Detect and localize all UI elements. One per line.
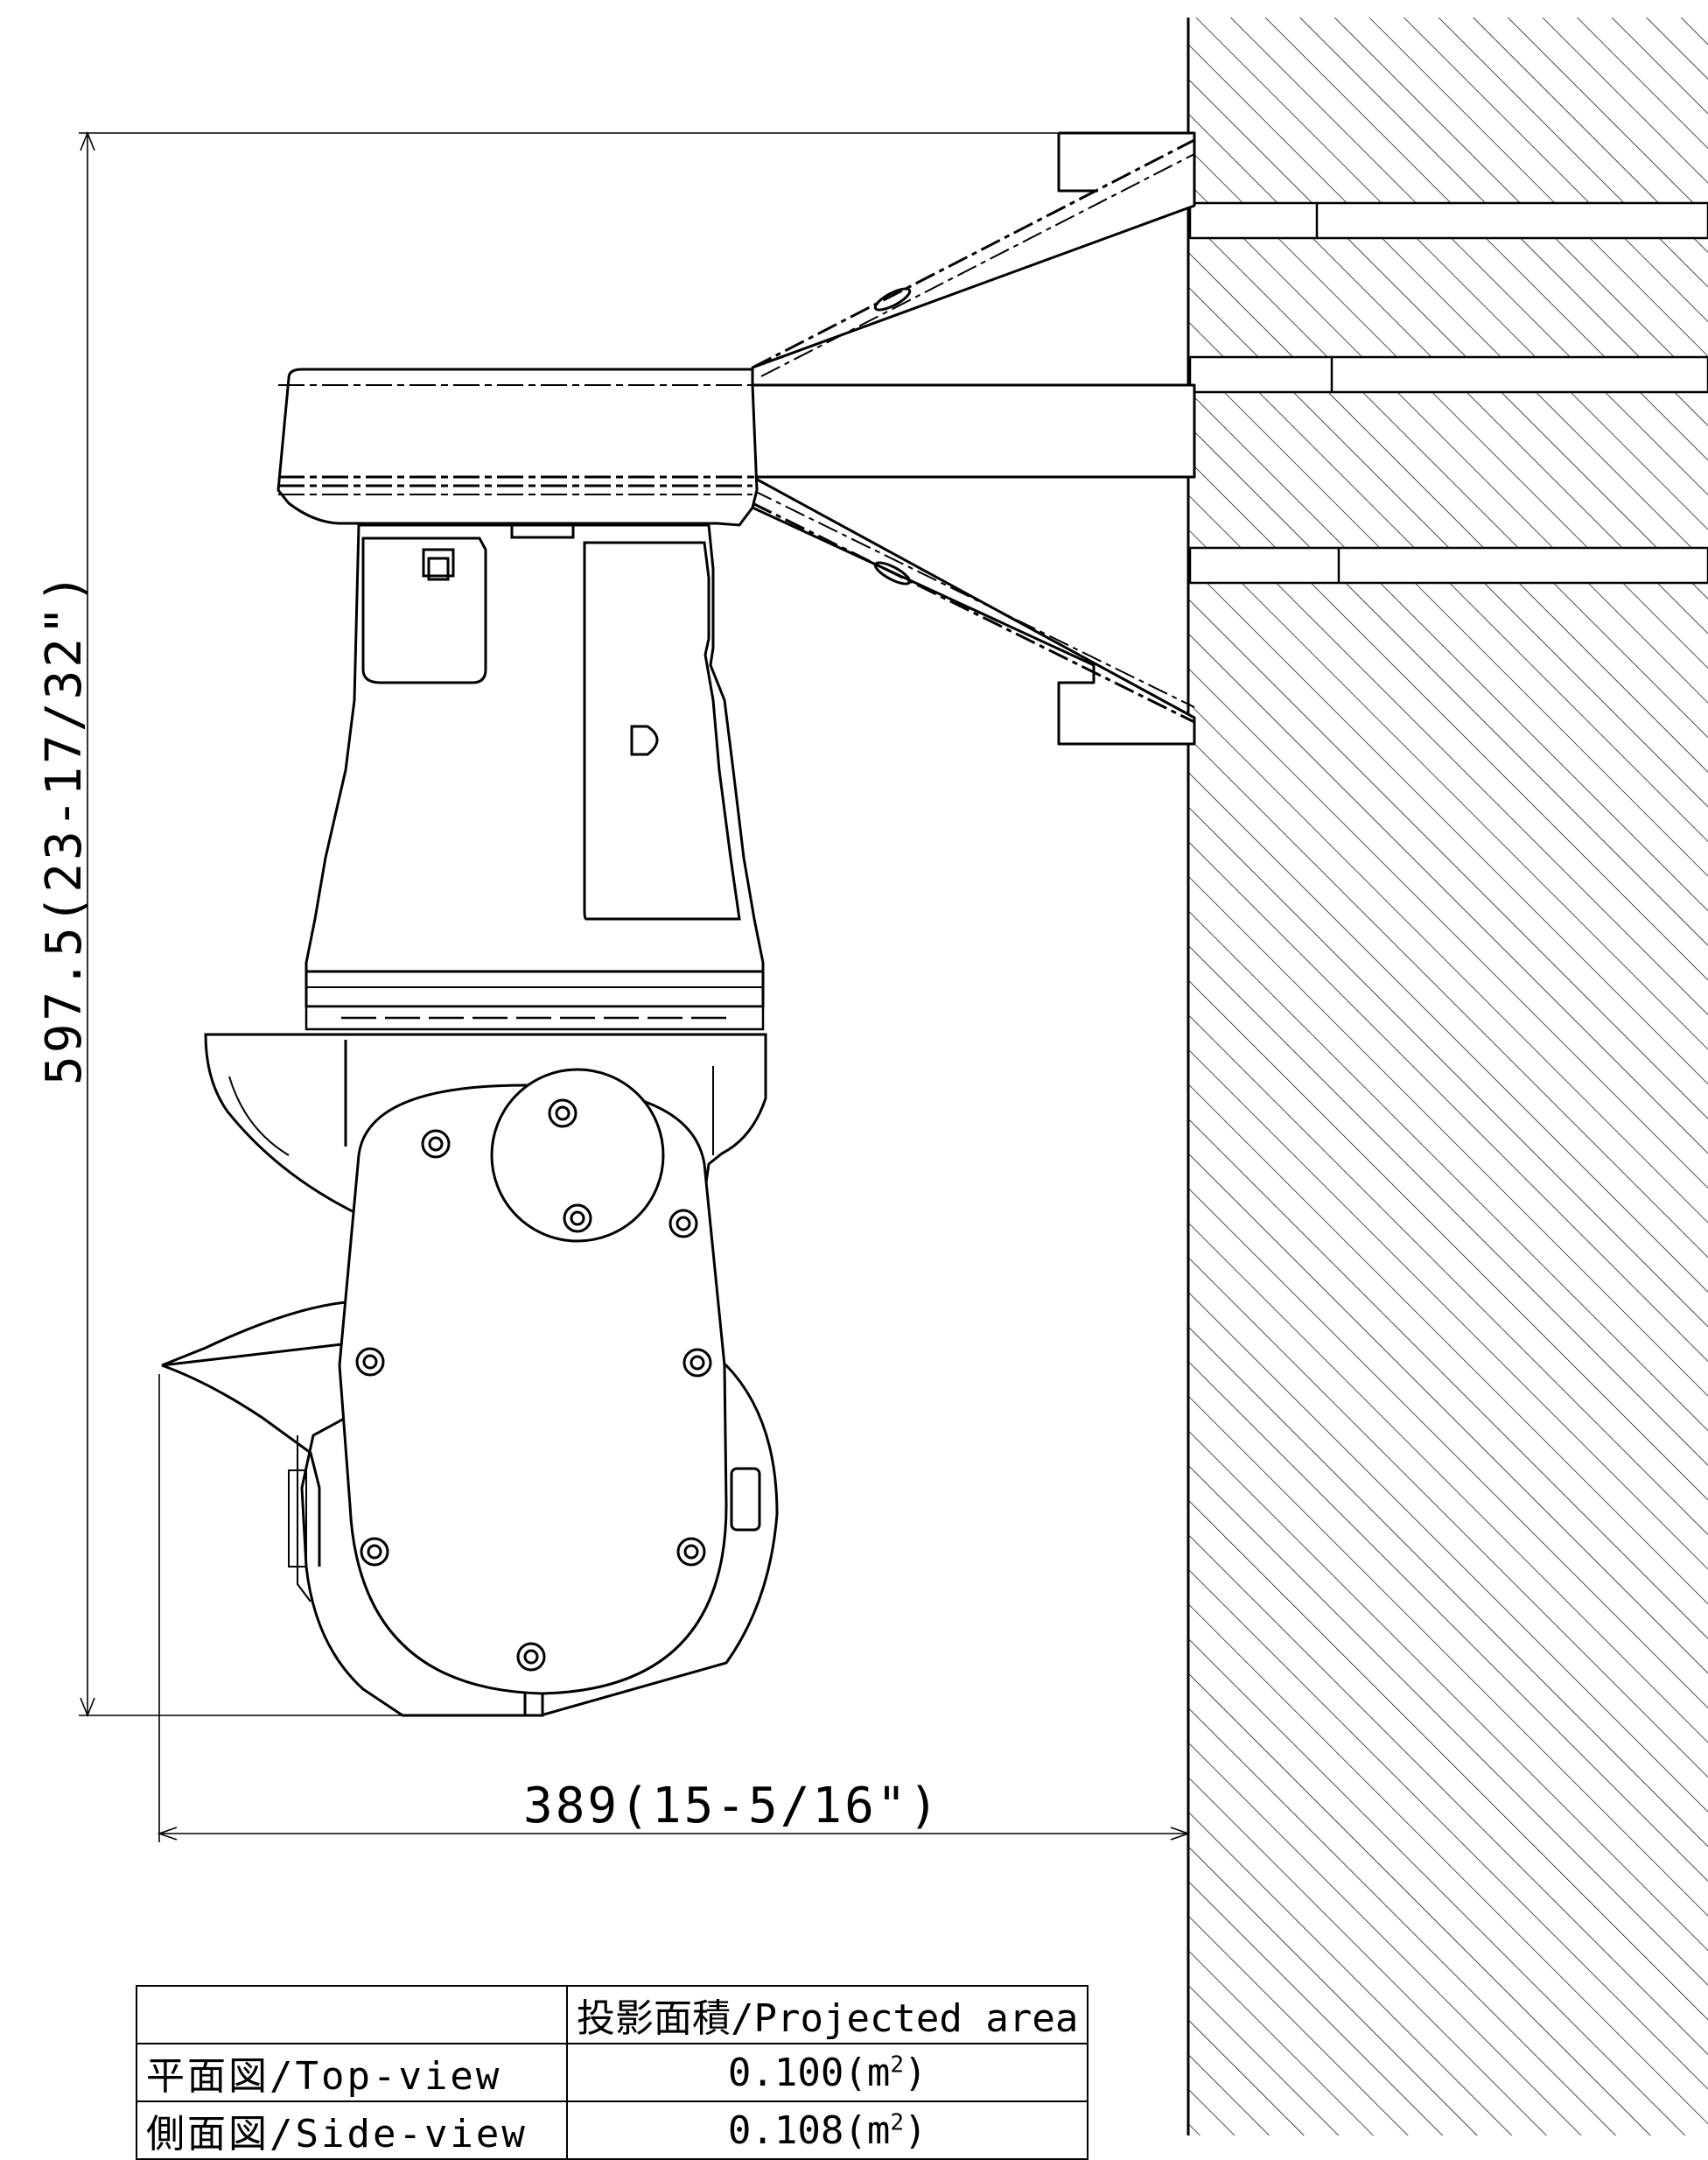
table-row: 側面図/Side-view 0.108(m2) <box>136 2100 1089 2160</box>
anchor-bolt-holes <box>1188 201 1708 585</box>
area-value: 0.108 <box>727 2107 844 2153</box>
screw-5 <box>355 1347 385 1377</box>
screw-7 <box>360 1537 389 1567</box>
wall-bracket <box>751 131 1196 746</box>
side-cover <box>338 1068 728 1695</box>
row-label: 平面図/Top-view <box>136 2043 568 2102</box>
row-label: 側面図/Side-view <box>136 2100 568 2160</box>
area-unit-exponent: 2 <box>890 2051 904 2078</box>
screws <box>355 1098 712 1672</box>
mounting-ring <box>304 1005 765 1031</box>
dimension-lines <box>79 130 1194 1842</box>
wall <box>1186 18 1708 2135</box>
upper-body <box>304 523 765 1008</box>
width-dimension-label: 389(15-5/16") <box>523 1778 941 1834</box>
area-unit-exponent: 2 <box>890 2108 904 2135</box>
height-dimension-label: 597.5(23-17/32") <box>36 572 93 1085</box>
table-header-projected-area: 投影面積/Projected area <box>565 1985 1089 2044</box>
screw-6 <box>682 1348 712 1378</box>
row-value: 0.100(m2) <box>565 2043 1089 2102</box>
screw-2 <box>563 1203 592 1233</box>
screw-4 <box>668 1209 698 1238</box>
table-header-empty <box>136 1985 568 2044</box>
screw-3 <box>421 1129 451 1159</box>
mount-head <box>276 368 1194 527</box>
area-value: 0.100 <box>727 2050 844 2095</box>
screw-1 <box>548 1098 578 1128</box>
area-unit: m <box>866 2107 891 2153</box>
table-row: 平面図/Top-view 0.100(m2) <box>136 2043 1089 2102</box>
screw-8 <box>676 1537 706 1567</box>
table-header-row: 投影面積/Projected area <box>136 1985 1089 2044</box>
row-value: 0.108(m2) <box>565 2100 1089 2160</box>
projected-area-table: 投影面積/Projected area 平面図/Top-view 0.100(m… <box>136 1985 1089 2160</box>
area-unit: m <box>866 2050 891 2095</box>
screw-9 <box>516 1642 546 1672</box>
